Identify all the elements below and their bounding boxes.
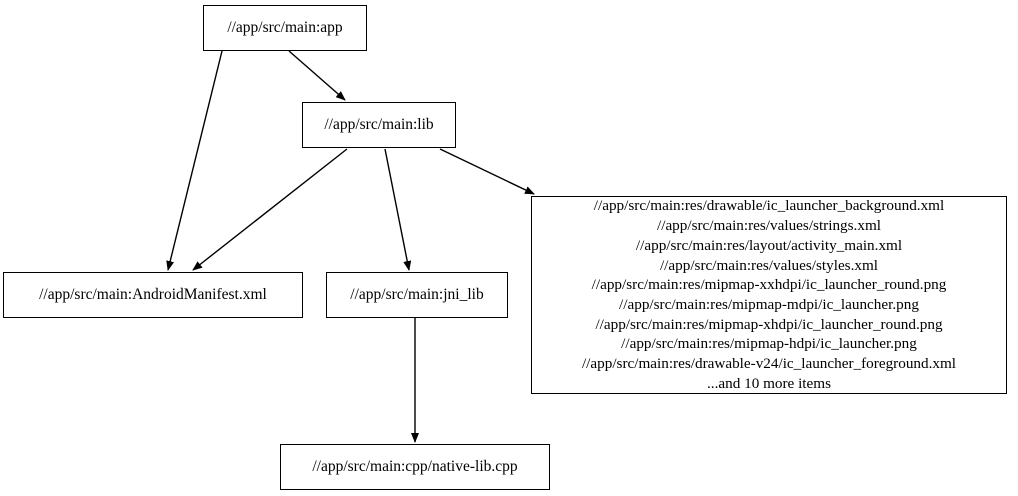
graph-node-resource-line: //app/src/main:res/mipmap-mdpi/ic_launch… <box>619 296 919 313</box>
graph-edge-lib-to-resources <box>439 148 535 195</box>
graph-node-resource-line: //app/src/main:res/values/styles.xml <box>659 256 879 274</box>
graph-edge-app-to-lib <box>288 50 346 101</box>
graph-node-resource-line: //app/src/main:res/values/strings.xml <box>657 217 881 235</box>
graph-edge-lib-to-manifest <box>192 148 348 271</box>
graph-node-label: //app/src/main:lib <box>324 116 434 134</box>
graph-node-overflow-label: ...and 10 more items <box>706 374 831 392</box>
graph-node-label: //app/src/main:jni_lib <box>350 286 484 304</box>
graph-edge-lib-to-jni-lib <box>384 148 412 271</box>
graph-node-label: //app/src/main:app <box>227 19 343 37</box>
graph-node-resource-line: //app/src/main:res/mipmap-xhdpi/ic_launc… <box>595 315 943 333</box>
graph-node-resource-line: //app/src/main:res/layout/activity_main.… <box>635 236 903 254</box>
graph-node-resource-line: //app/src/main:res/mipmap-xxhdpi/ic_laun… <box>591 276 947 294</box>
graph-node-manifest[interactable]: //app/src/main:AndroidManifest.xml <box>3 272 303 318</box>
graph-node-label: //app/src/main:AndroidManifest.xml <box>39 286 267 304</box>
graph-edge-app-to-manifest <box>166 50 223 271</box>
graph-node-resource-line: //app/src/main:res/drawable/ic_launcher_… <box>593 197 945 215</box>
graph-node-resource-line: //app/src/main:res/drawable-v24/ic_launc… <box>581 355 957 373</box>
graph-node-resource-line: //app/src/main:res/mipmap-hdpi/ic_launch… <box>621 335 917 353</box>
graph-node-label: //app/src/main:cpp/native-lib.cpp <box>312 458 518 476</box>
graph-node-app[interactable]: //app/src/main:app <box>203 5 367 51</box>
graph-node-lib[interactable]: //app/src/main:lib <box>302 102 456 148</box>
graph-node-jni_lib[interactable]: //app/src/main:jni_lib <box>326 272 508 318</box>
graph-node-resources[interactable]: //app/src/main:res/drawable/ic_launcher_… <box>531 196 1007 394</box>
graph-node-native_lib[interactable]: //app/src/main:cpp/native-lib.cpp <box>280 444 550 490</box>
